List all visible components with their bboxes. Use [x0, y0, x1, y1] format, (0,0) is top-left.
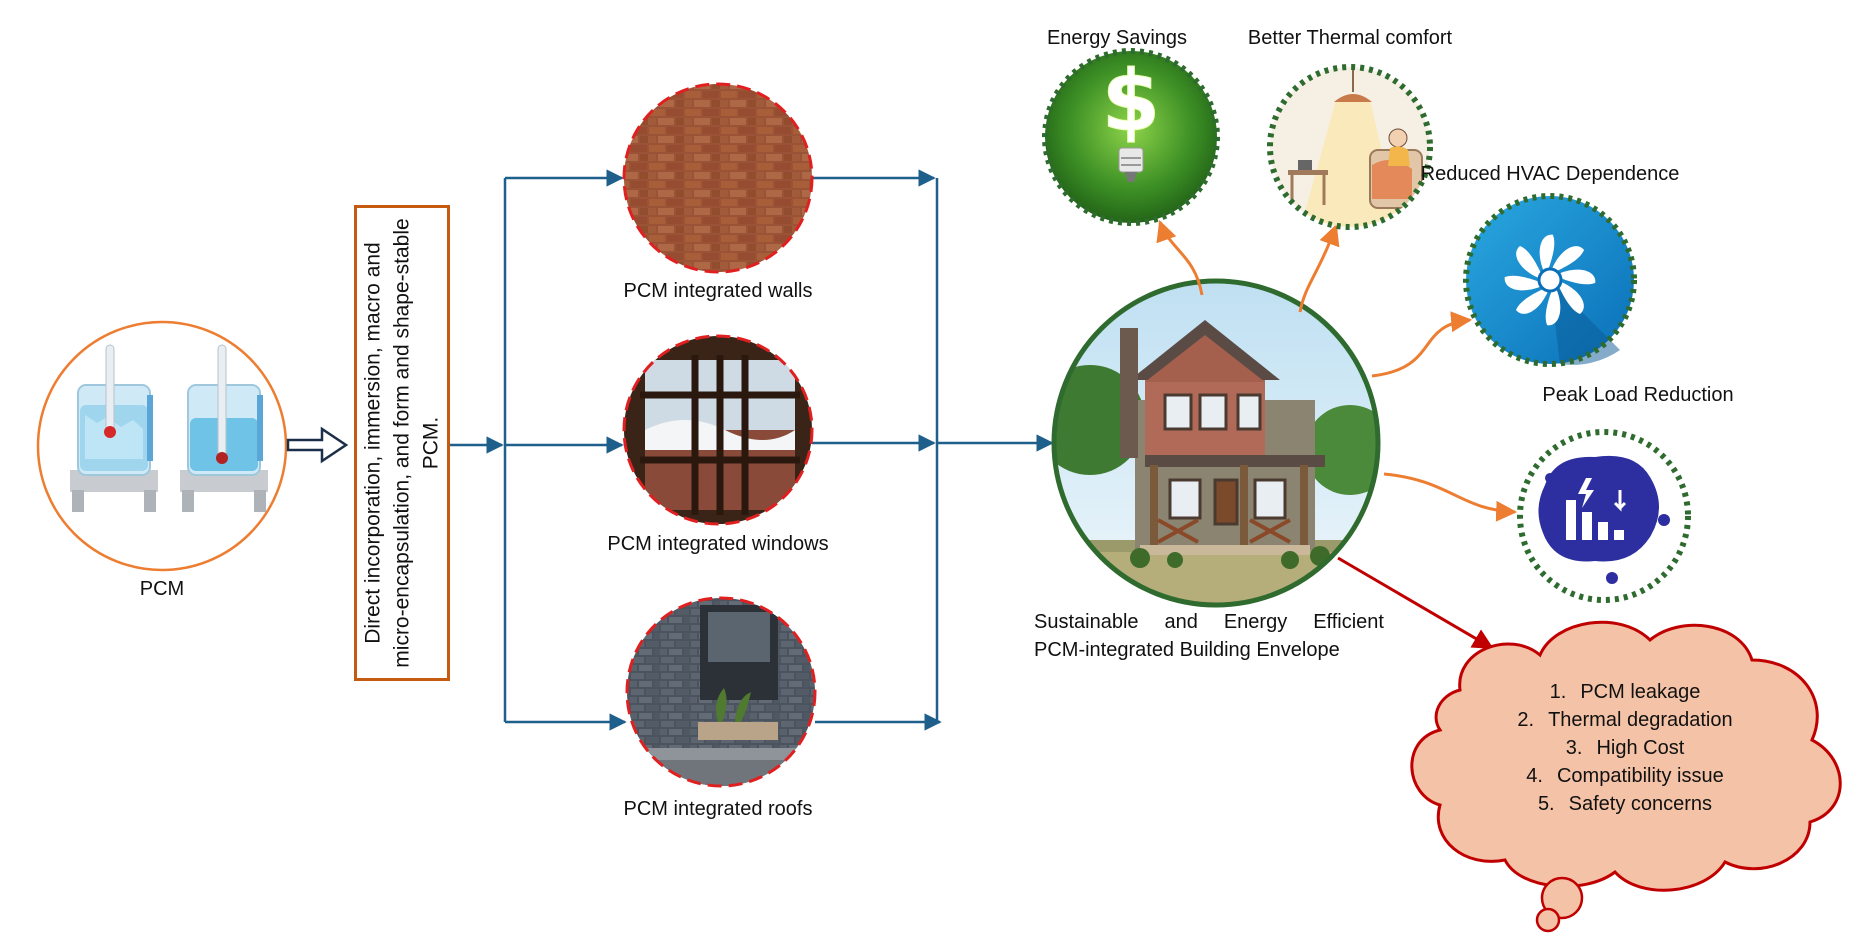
- envelope-word: Sustainable: [1034, 611, 1139, 633]
- pcm-label: PCM: [139, 578, 185, 600]
- walls-image: [622, 82, 814, 274]
- hollow-arrow: [286, 426, 349, 464]
- challenge-item: 3.High Cost: [1565, 737, 1685, 759]
- thermal-comfort-label: Better Thermal comfort: [1247, 27, 1453, 49]
- challenge-item: 4.Compatibility issue: [1526, 765, 1724, 787]
- challenge-item: 1.PCM leakage: [1549, 681, 1701, 703]
- flow-connectors: [450, 169, 1054, 731]
- energy-savings-label: Energy Savings: [1046, 27, 1188, 49]
- walls-label: PCM integrated walls: [623, 280, 813, 302]
- challenge-item: 5.Safety concerns: [1537, 793, 1713, 815]
- envelope-word: Energy: [1223, 611, 1288, 633]
- lamp-armchair-icon: [1267, 64, 1433, 230]
- svg-text:$: $: [1102, 52, 1160, 150]
- pcm-circle: [36, 320, 288, 572]
- benefit-arrows: [1156, 220, 1518, 522]
- method-box: Direct incorporation, immersion, macro a…: [354, 205, 450, 681]
- envelope-word: Efficient: [1313, 611, 1384, 633]
- house-image: [1051, 278, 1381, 608]
- windows-label: PCM integrated windows: [607, 533, 829, 555]
- challenge-item: 2.Thermal degradation: [1517, 709, 1733, 731]
- envelope-word: and: [1164, 611, 1198, 633]
- roofs-label: PCM integrated roofs: [623, 798, 813, 820]
- fan-icon: [1463, 193, 1637, 367]
- roofs-image: [625, 596, 817, 788]
- hvac-label: Reduced HVAC Dependence: [1420, 163, 1680, 185]
- dollar-bulb-icon: $: [1042, 48, 1220, 226]
- challenge-list: 1.PCM leakage 2.Thermal degradation 3.Hi…: [1460, 678, 1790, 818]
- peak-load-label: Peak Load Reduction: [1542, 384, 1734, 406]
- challenge-arrow: [1337, 556, 1494, 650]
- beaker-solid-icon: [70, 344, 158, 512]
- windows-image: [622, 334, 814, 526]
- envelope-label: Sustainable and Energy Efficient PCM-int…: [1034, 608, 1384, 664]
- challenges-cloud: [1410, 620, 1842, 933]
- beaker-liquid-icon: [180, 344, 268, 512]
- envelope-line2: PCM-integrated Building Envelope: [1034, 639, 1340, 661]
- method-text: Direct incorporation, immersion, macro a…: [361, 218, 443, 668]
- load-chart-icon: [1517, 429, 1691, 603]
